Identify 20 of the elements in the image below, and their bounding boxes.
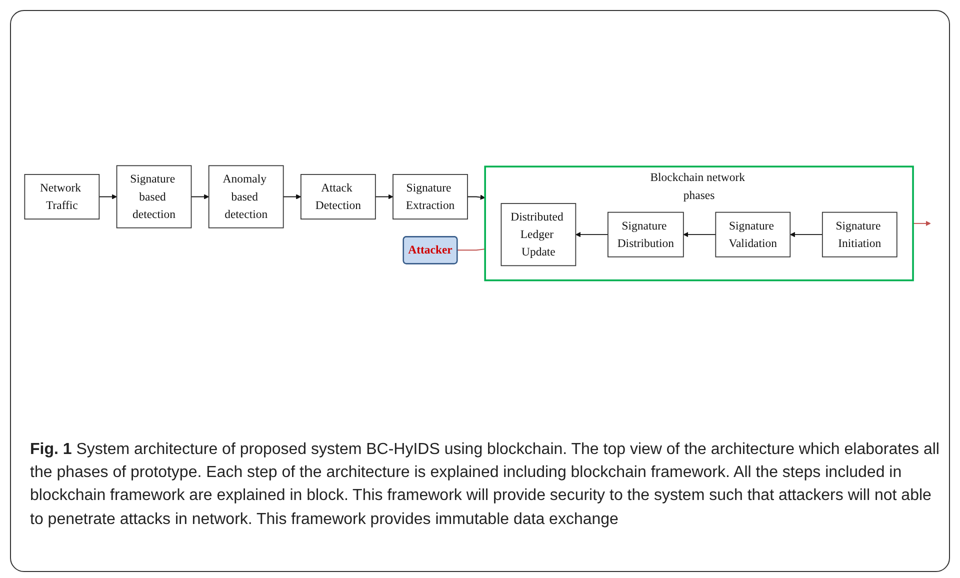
node-box: Signature Distribution [608,212,684,258]
arrow [98,194,117,200]
arrow [683,232,716,238]
arrow [790,232,823,238]
arrow [190,194,210,200]
arrow [374,194,394,200]
arrow [912,220,931,226]
figure-caption: Fig. 1 System architecture of proposed system BC-HyIDS using blockchain. The top view of the architecture which elaborates all the phases of prototype. Each step of the architecture is explained including blockchain framework. All the steps included in blockchain framework are explained in block. This framework will provide security to the system such that attackers will not able to penetrate attacks in network. This framework provides immutable data exchange [30,440,940,530]
node-box: Signature Extraction [392,174,468,220]
arrow [575,232,608,238]
node-box: Signature Initiation [822,212,898,258]
node-box: Network Traffic [24,174,100,220]
node-box: Signature Validation [715,212,791,258]
node-box: Distributed Ledger Update [500,203,576,266]
arrow [282,194,302,200]
node-box: Attack Detection [300,174,376,220]
node-box: Signature based detection [116,165,192,228]
connector [456,248,486,251]
node-box: Anomaly based detection [208,165,284,228]
arrow [467,194,486,200]
